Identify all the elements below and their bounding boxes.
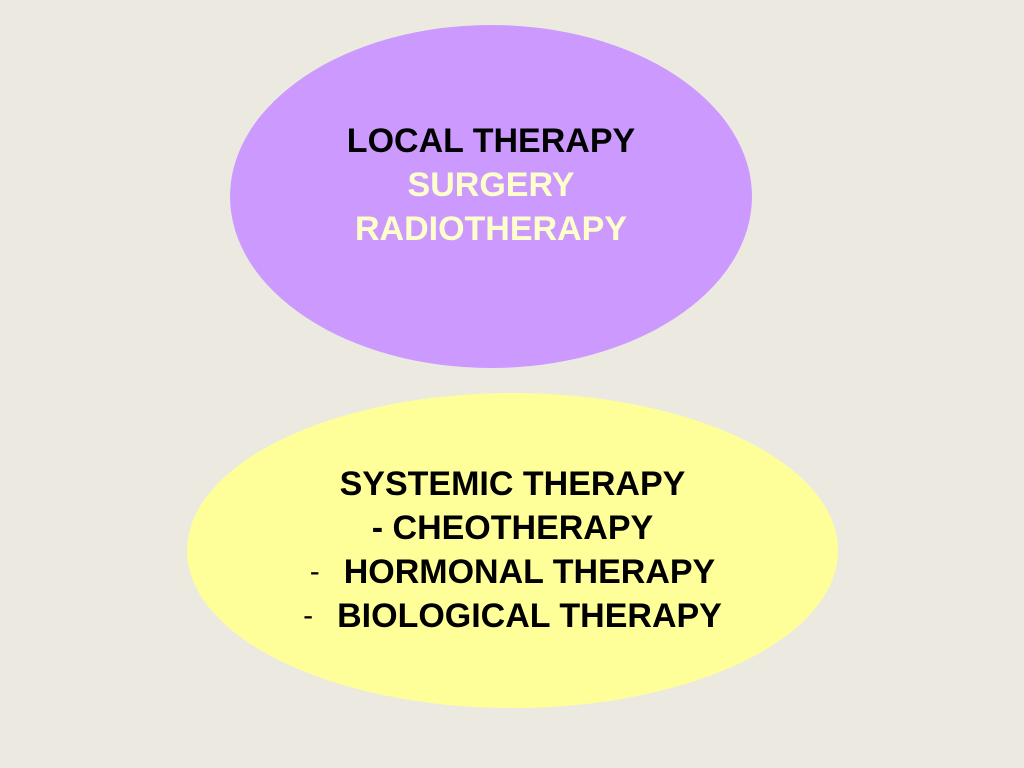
local-therapy-ellipse: LOCAL THERAPY SURGERY RADIOTHERAPY (230, 25, 752, 368)
surgery-label: SURGERY (407, 165, 575, 204)
hormonal-therapy-item: - HORMONAL THERAPY (310, 550, 716, 594)
bullet-dash: - (309, 554, 320, 588)
chemotherapy-item: - CHEOTHERAPY (371, 508, 654, 547)
systemic-therapy-ellipse: SYSTEMIC THERAPY - CHEOTHERAPY - HORMONA… (187, 393, 838, 708)
hormonal-therapy-label: HORMONAL THERAPY (343, 552, 716, 591)
biological-therapy-label: BIOLOGICAL THERAPY (337, 596, 722, 635)
systemic-therapy-title: SYSTEMIC THERAPY (339, 464, 686, 503)
radiotherapy-label: RADIOTHERAPY (354, 209, 628, 248)
bullet-dash: - (303, 598, 314, 632)
biological-therapy-item: - BIOLOGICAL THERAPY (303, 594, 722, 638)
local-therapy-title: LOCAL THERAPY (346, 121, 636, 160)
systemic-therapy-list: SYSTEMIC THERAPY - CHEOTHERAPY - HORMONA… (303, 462, 722, 638)
